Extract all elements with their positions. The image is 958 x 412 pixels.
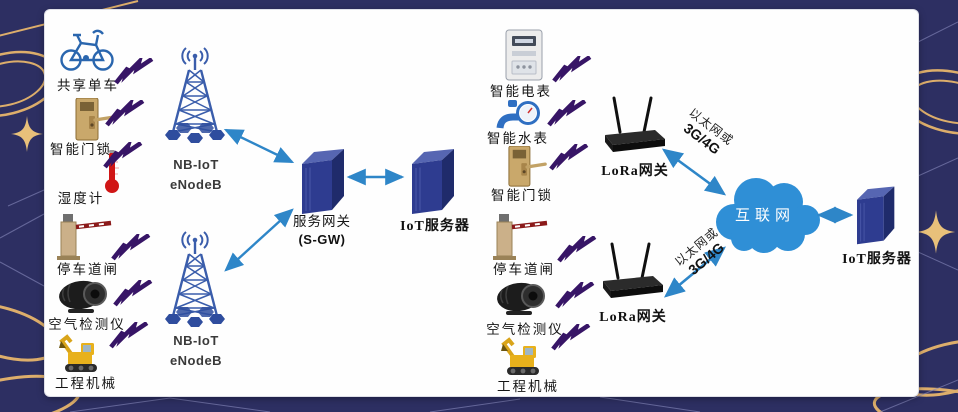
device-label: 智能电表 bbox=[490, 84, 552, 99]
parking-barrier-icon bbox=[57, 214, 112, 260]
excavator-icon bbox=[59, 334, 97, 372]
device-label: 智能门锁 bbox=[50, 142, 112, 157]
link-arrow bbox=[663, 246, 727, 298]
door-lock-icon bbox=[508, 146, 547, 187]
device-label: 停车道闸 bbox=[57, 262, 119, 277]
excavator-icon bbox=[501, 337, 539, 375]
link-arrow bbox=[816, 206, 854, 224]
cloud-label: 互联网 bbox=[734, 208, 795, 224]
wireless-signal-icon bbox=[551, 324, 591, 351]
wireless-signal-icon bbox=[111, 234, 151, 261]
gold-swirl-right-2 bbox=[872, 387, 958, 412]
wireless-signal-icon bbox=[555, 282, 595, 309]
wireless-signal-icon bbox=[103, 142, 143, 169]
wireless-signal-icon bbox=[552, 56, 592, 83]
wireless-signal-icon bbox=[557, 236, 597, 263]
device-label: 空气检测仪 bbox=[48, 317, 126, 332]
electric-meter-icon bbox=[505, 29, 543, 81]
water-meter-icon bbox=[496, 100, 540, 129]
device-label: 工程机械 bbox=[497, 379, 559, 394]
internet-cloud-icon bbox=[716, 178, 820, 253]
base-station-label: NB-IoT eNodeB bbox=[169, 157, 223, 192]
shared-bike-icon bbox=[60, 29, 114, 71]
lora-gateway-icon bbox=[603, 242, 663, 298]
device-label: 工程机械 bbox=[55, 376, 117, 391]
device-label: 共享单车 bbox=[57, 78, 119, 93]
air-detector-icon bbox=[497, 282, 545, 315]
server-label: IoT服务器 bbox=[400, 219, 470, 234]
tower-base bbox=[165, 307, 225, 327]
wireless-signal-icon bbox=[113, 280, 153, 307]
iot-server-icon bbox=[857, 186, 895, 245]
link-arrow bbox=[661, 148, 727, 196]
link-arrow bbox=[346, 168, 405, 186]
gateway-label: 服务网关 (S-GW) bbox=[293, 214, 351, 247]
wireless-signal-icon bbox=[109, 322, 149, 349]
iot-server-icon bbox=[412, 149, 454, 214]
wireless-signal-icon bbox=[114, 58, 154, 85]
link-arrow bbox=[224, 208, 294, 272]
device-label: 空气检测仪 bbox=[486, 322, 564, 337]
gateway-server-icon bbox=[302, 149, 344, 214]
door-lock-icon bbox=[75, 98, 116, 141]
lora-gateway-icon bbox=[605, 96, 665, 152]
wireless-signal-icon bbox=[549, 144, 589, 171]
thin-accent-lines bbox=[0, 21, 958, 412]
parking-barrier-icon bbox=[493, 214, 548, 260]
gold-star-left bbox=[11, 116, 43, 152]
device-label: 停车道闸 bbox=[493, 262, 555, 277]
cell-tower-icon bbox=[165, 231, 225, 327]
wireless-signal-icon bbox=[547, 100, 587, 127]
air-detector-icon bbox=[59, 280, 107, 313]
device-label: 智能水表 bbox=[487, 131, 549, 146]
gold-star-right bbox=[916, 210, 956, 254]
server-label: IoT服务器 bbox=[842, 252, 912, 267]
device-label: 湿度计 bbox=[57, 191, 105, 206]
base-station-label: NB-IoT eNodeB bbox=[169, 333, 223, 368]
tower-base bbox=[165, 123, 225, 143]
link-arrow bbox=[223, 128, 295, 164]
cell-tower-icon bbox=[165, 47, 225, 143]
device-label: 智能门锁 bbox=[491, 188, 553, 203]
lora-gateway-label: LoRa网关 bbox=[599, 310, 667, 325]
lora-gateway-label: LoRa网关 bbox=[601, 164, 669, 179]
wireless-signal-icon bbox=[105, 100, 145, 127]
